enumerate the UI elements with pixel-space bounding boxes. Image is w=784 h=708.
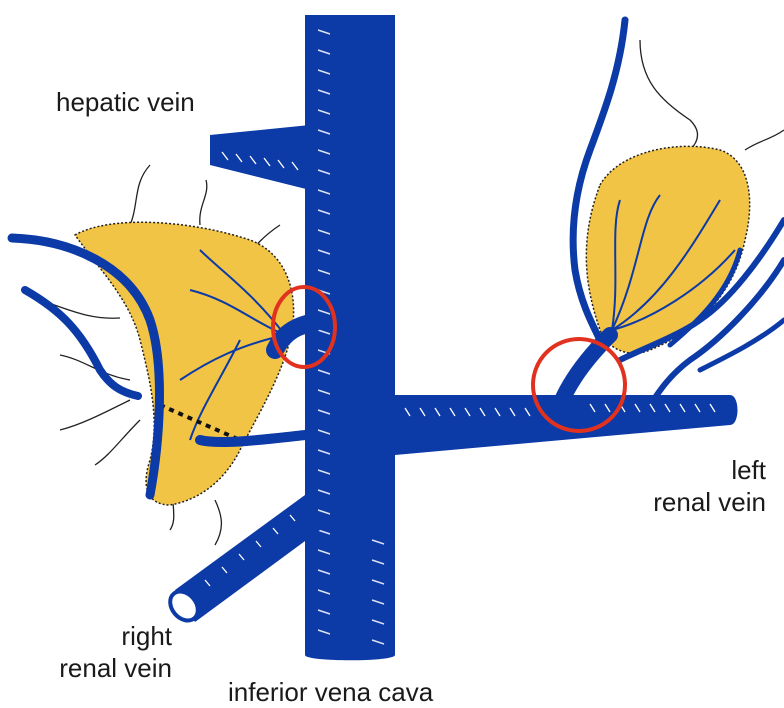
left-renal-vein-label-line1: left (653, 454, 766, 486)
right-renal-vein-label-line1: right (26, 620, 172, 652)
right-renal-vein (165, 495, 320, 626)
right-renal-vein-label-line2: renal vein (26, 652, 172, 684)
left-adrenal-gland (586, 146, 749, 353)
left-renal-vein-label: left renal vein (653, 454, 766, 518)
right-renal-vein-label: right renal vein (26, 620, 172, 684)
left-renal-vein-label-line2: renal vein (653, 486, 766, 518)
inferior-vena-cava-label: inferior vena cava (228, 676, 433, 708)
hepatic-vein-label: hepatic vein (56, 86, 195, 118)
hepatic-vein (210, 125, 310, 190)
inferior-vena-cava (305, 15, 395, 660)
fine-vessels-left (640, 40, 784, 150)
